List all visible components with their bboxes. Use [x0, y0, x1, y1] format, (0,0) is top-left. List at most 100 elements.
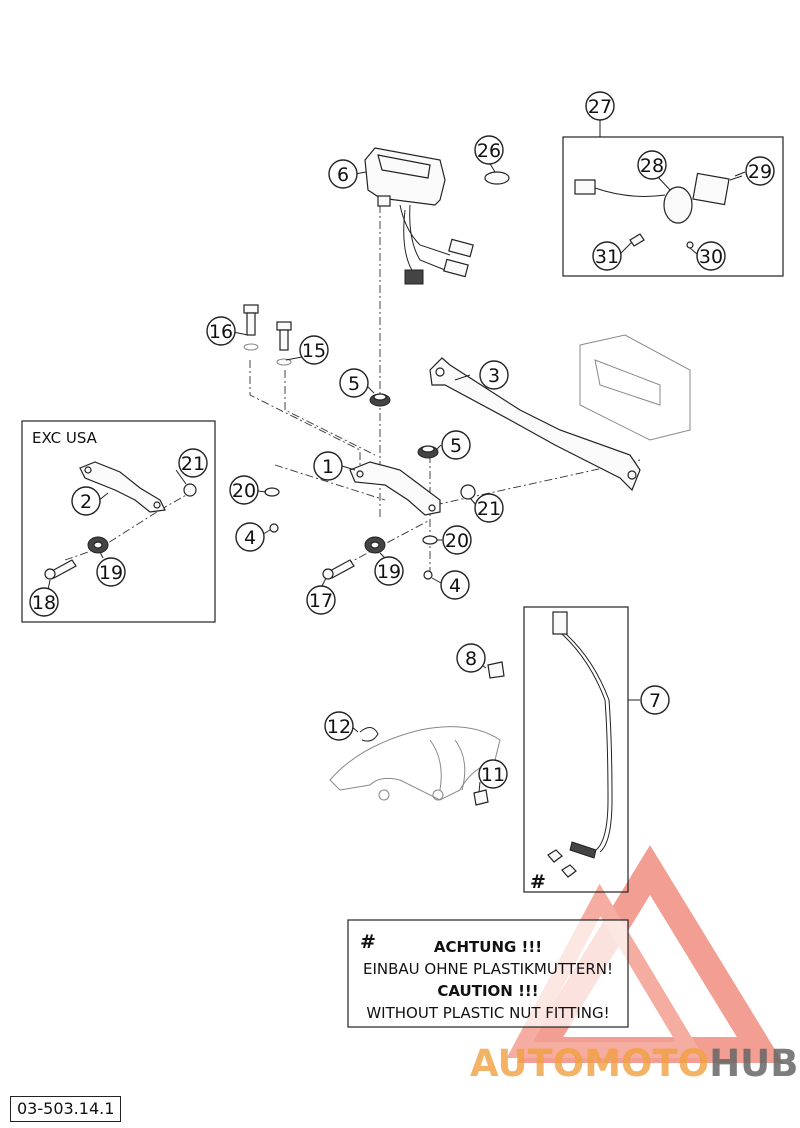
callout-c11: 11: [478, 759, 508, 789]
speed-sensor-cable: [547, 611, 613, 878]
callout-c26: 26: [474, 135, 504, 165]
callout-circle: [474, 493, 504, 523]
nut-4-left: [269, 523, 279, 533]
frame-outline: [329, 726, 501, 801]
callout-label: 30: [699, 246, 723, 268]
screw-17: [322, 559, 355, 580]
callout-label: 2: [80, 491, 92, 513]
warning-line-einbau: EINBAU OHNE PLASTIKMUTTERN!: [363, 960, 613, 978]
callout-label: 8: [465, 648, 477, 670]
callout-c17: 17: [306, 585, 336, 615]
watermark-text-automoto: AUTOMOTO: [470, 1042, 709, 1085]
callout-c18: 18: [29, 587, 59, 617]
speed-sensor-panel: [523, 606, 629, 893]
callout-c5b: 5: [441, 430, 471, 460]
warning-line-achtung: ACHTUNG !!!: [434, 938, 542, 956]
callout-label: 28: [640, 155, 664, 177]
callout-label: 31: [595, 246, 619, 268]
callout-circle: [592, 241, 622, 271]
spacer-21-exc: [183, 483, 197, 497]
callout-circle: [440, 570, 470, 600]
callout-c2: 2: [71, 486, 101, 516]
callout-c19b: 19: [96, 557, 126, 587]
callout-c1: 1: [313, 451, 343, 481]
cable-hash-mark: #: [530, 871, 546, 893]
callout-label: 21: [181, 453, 205, 475]
callout-label: 27: [588, 96, 612, 118]
callout-circle: [637, 150, 667, 180]
callout-label: 29: [748, 161, 772, 183]
document-number: 03-503.14.1: [10, 1096, 122, 1122]
callout-label: 3: [488, 365, 500, 387]
callout-circle: [96, 557, 126, 587]
callout-label: 5: [450, 435, 462, 457]
callout-label: 11: [481, 764, 505, 786]
callout-label: 20: [445, 530, 469, 552]
callout-circle: [442, 525, 472, 555]
callout-label: 6: [337, 164, 349, 186]
callout-circle: [306, 585, 336, 615]
callout-circle: [478, 759, 508, 789]
grommet-19: [364, 536, 386, 554]
callout-c21a: 21: [474, 493, 504, 523]
watermark-text: AUTOMOTOHUB: [470, 1042, 798, 1085]
callout-circle: [745, 156, 775, 186]
callout-c5a: 5: [339, 368, 369, 398]
callout-circle: [324, 711, 354, 741]
number-plate-outline: [579, 334, 691, 441]
callout-label: 12: [327, 716, 351, 738]
callout-label: 16: [209, 321, 233, 343]
callout-c4a: 4: [235, 522, 265, 552]
callout-label: 15: [302, 340, 326, 362]
callout-c12: 12: [324, 711, 354, 741]
clip-8: [487, 661, 505, 679]
callout-c27: 27: [585, 91, 615, 121]
callout-label: 5: [348, 373, 360, 395]
callout-label: 26: [477, 140, 501, 162]
exc-usa-panel: [21, 420, 216, 623]
screw-18: [44, 559, 77, 580]
callout-circle: [479, 360, 509, 390]
callout-c21b: 21: [178, 448, 208, 478]
warning-hash-mark: #: [360, 931, 376, 953]
callout-label: 18: [32, 592, 56, 614]
exc-usa-title: EXC USA: [32, 429, 98, 447]
sensor-kit-panel: [562, 136, 784, 277]
callout-label: 7: [649, 690, 661, 712]
callout-label: 4: [449, 575, 461, 597]
callout-circle: [29, 587, 59, 617]
grommet-5-right: [417, 445, 439, 459]
callout-c31: 31: [592, 241, 622, 271]
spacer-21: [460, 484, 476, 500]
bracket-2: [79, 461, 166, 513]
callout-label: 19: [377, 561, 401, 583]
callout-circle: [339, 368, 369, 398]
grommet-19-exc: [87, 536, 109, 554]
callout-circle: [474, 135, 504, 165]
callout-circle: [328, 159, 358, 189]
callout-c28: 28: [637, 150, 667, 180]
bracket-1: [349, 461, 441, 516]
watermark-text-hub: HUB: [709, 1042, 798, 1085]
nut-11: [473, 789, 489, 806]
callout-label: 20: [232, 480, 256, 502]
callout-c8: 8: [456, 643, 486, 673]
cap-part: [484, 171, 510, 185]
callout-c20a: 20: [229, 475, 259, 505]
bolt-15: [276, 321, 292, 366]
callout-label: 17: [309, 590, 333, 612]
warning-line-caution: CAUTION !!!: [437, 982, 538, 1000]
circlip-12: [359, 727, 379, 742]
callout-label: 1: [322, 456, 334, 478]
grommet-5-upper: [369, 393, 391, 407]
callout-c7: 7: [640, 685, 670, 715]
callout-c16: 16: [206, 316, 236, 346]
callout-c15: 15: [299, 335, 329, 365]
washer-20-left: [264, 487, 280, 497]
warning-line-without: WITHOUT PLASTIC NUT FITTING!: [366, 1004, 609, 1022]
callout-c30: 30: [696, 241, 726, 271]
callout-circle: [229, 475, 259, 505]
computer-unit: [364, 147, 474, 285]
bracket-3: [429, 357, 641, 492]
